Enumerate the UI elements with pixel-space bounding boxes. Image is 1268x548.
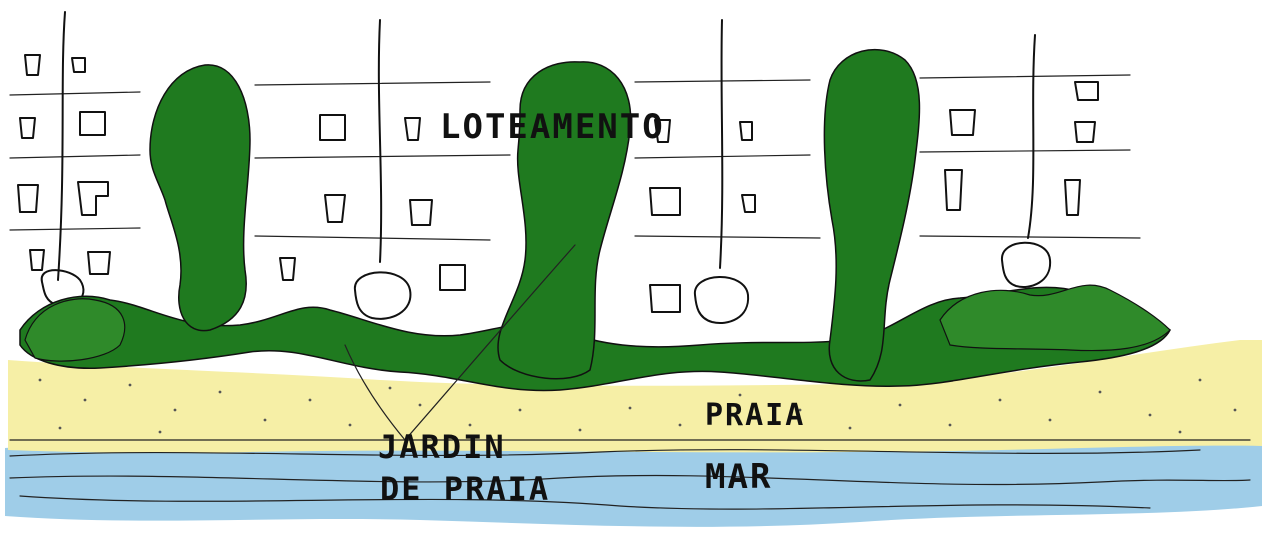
vegetation	[19, 48, 1171, 392]
green-finger-2	[497, 61, 632, 380]
cul-de-sac-4	[1000, 241, 1052, 288]
label-jardim-line2: DE PRAIA	[380, 470, 550, 508]
label-mar: MAR	[705, 457, 772, 497]
label-loteamento: LOTEAMENTO	[440, 107, 665, 147]
house-footprints	[17, 54, 1099, 313]
green-finger-3	[823, 48, 921, 382]
cul-de-sac-2	[353, 271, 412, 320]
green-finger-1	[149, 64, 251, 332]
label-jardim-line1: JARDIN	[378, 428, 506, 466]
label-praia: PRAIA	[705, 398, 805, 433]
leader-lines	[344, 244, 576, 441]
green-cluster-right	[939, 284, 1171, 352]
sand-area	[8, 340, 1262, 453]
sea-area	[5, 442, 1262, 527]
sand-texture	[38, 378, 1237, 434]
green-cluster-left	[24, 298, 126, 362]
access-roads	[40, 11, 1052, 324]
cul-de-sac-3	[693, 276, 750, 324]
sea-wave-lines	[9, 439, 1251, 510]
